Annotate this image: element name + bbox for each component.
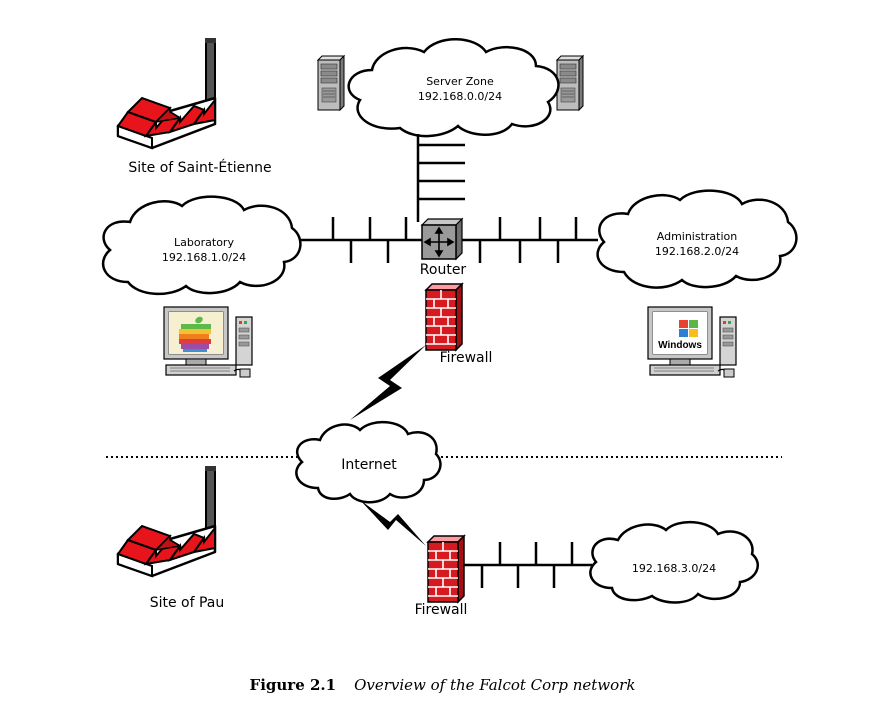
pau-network-subnet: 192.168.3.0/24	[632, 562, 716, 575]
server-right-icon	[556, 55, 584, 111]
laboratory-subnet: 192.168.1.0/24	[162, 251, 246, 264]
laboratory-cloud	[101, 195, 302, 296]
factory-pau-icon	[116, 464, 218, 578]
site-pau-label: Site of Pau	[150, 595, 225, 611]
server-left-icon	[317, 55, 345, 111]
administration-cloud	[596, 189, 798, 289]
internet-cloud	[295, 421, 442, 504]
router-label: Router	[420, 262, 467, 278]
figure-caption: Figure 2.1 Overview of the Falcot Corp ne…	[0, 676, 885, 694]
wan-link-bottom-icon	[360, 500, 426, 546]
site-saint-etienne-label: Site of Saint-Étienne	[128, 159, 271, 176]
internet-label: Internet	[341, 457, 397, 473]
server-zone-name: Server Zone	[426, 75, 494, 88]
router-icon	[420, 217, 464, 261]
factory-saint-etienne-icon	[116, 36, 218, 150]
server-zone-subnet: 192.168.0.0/24	[418, 90, 502, 103]
firewall-bottom-icon	[427, 535, 465, 603]
windows-workstation-icon: Windows	[647, 306, 737, 378]
figure-number: Figure 2.1	[249, 676, 337, 694]
firewall-bottom-label: Firewall	[415, 602, 468, 618]
main-bus	[298, 217, 598, 263]
server-zone-cloud	[347, 38, 560, 138]
pau-bus	[464, 542, 592, 588]
wan-link-top-icon	[350, 345, 426, 420]
server-zone-bus	[416, 134, 465, 222]
laboratory-name: Laboratory	[174, 236, 234, 249]
pau-network-cloud	[589, 520, 759, 604]
administration-subnet: 192.168.2.0/24	[655, 245, 739, 258]
administration-name: Administration	[657, 230, 738, 243]
figure-caption-text: Overview of the Falcot Corp network	[354, 676, 636, 694]
firewall-top-icon	[425, 283, 463, 351]
firewall-top-label: Firewall	[440, 350, 493, 366]
mac-workstation-icon	[163, 306, 253, 378]
windows-logo-text: Windows	[658, 340, 702, 351]
